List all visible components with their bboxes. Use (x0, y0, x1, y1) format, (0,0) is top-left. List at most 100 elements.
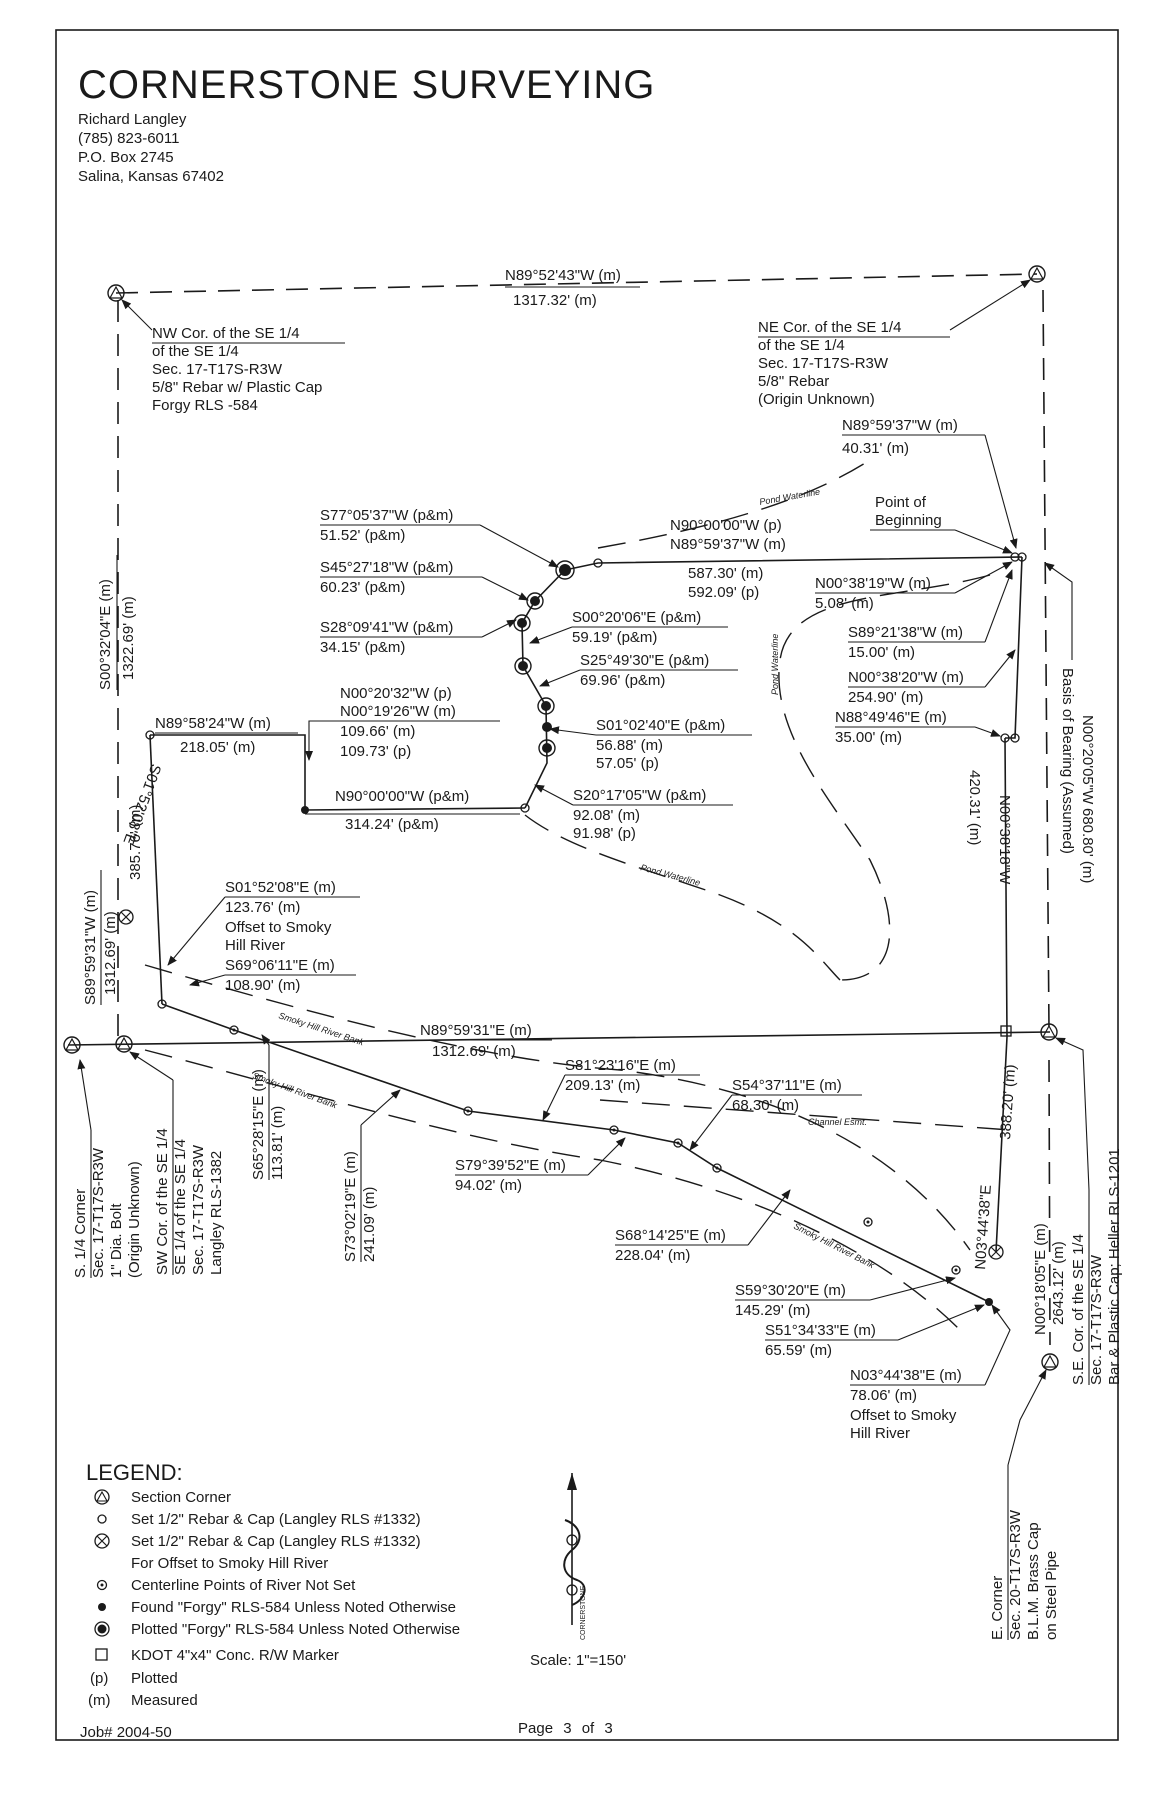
svg-text:Sec. 17-T17S-R3W: Sec. 17-T17S-R3W (190, 1144, 207, 1275)
svg-text:69.96' (p&m): 69.96' (p&m) (580, 672, 665, 689)
legend-item-1: Section Corner (131, 1489, 231, 1506)
pob-label-2: Beginning (875, 512, 942, 529)
job-number: Job# 2004-50 (80, 1724, 172, 1741)
legend-found-icon (98, 1603, 106, 1611)
river-bank-south (144, 1049, 961, 1331)
svg-text:N03°44'38"E (m): N03°44'38"E (m) (850, 1367, 962, 1384)
call-c2: S77°05'37"W (p&m) 51.52' (p&m) (320, 507, 559, 568)
top-line-distance: 1317.32' (m) (513, 292, 597, 309)
svg-text:S01°02'40"E (p&m): S01°02'40"E (p&m) (596, 717, 725, 734)
nw-corner-marker (107, 284, 125, 302)
river-pt-5 (673, 1138, 683, 1148)
call-c23: S81°23'16"E (m) 209.13' (m) (542, 1057, 700, 1121)
svg-text:587.30' (m): 587.30' (m) (688, 565, 763, 582)
svg-text:113.81' (m): 113.81' (m) (269, 1106, 286, 1180)
svg-text:Sec. 17-T17S-R3W: Sec. 17-T17S-R3W (1088, 1254, 1105, 1385)
pob-label-1: Point of (875, 494, 927, 511)
legend-kdot-icon (95, 1648, 108, 1661)
legend-m-symbol: (m) (88, 1692, 111, 1709)
pond-waterline-south (524, 814, 841, 981)
svg-text:Langley RLS-1382: Langley RLS-1382 (208, 1151, 225, 1275)
legend-item-2: Set 1/2" Rebar & Cap (Langley RLS #1332) (131, 1511, 421, 1528)
pond-pt-7 (542, 722, 552, 732)
svg-text:SW Cor. of the SE 1/4: SW Cor. of the SE 1/4 (154, 1128, 171, 1275)
call-c19: S01°52'08"E (m) 123.76' (m) Offset to Sm… (167, 879, 360, 966)
east-line-lower (1048, 1059, 1051, 1346)
svg-text:N03°44'38"E: N03°44'38"E (972, 1184, 995, 1270)
call-c31: N00°18'05"E (m) 2643.12' (m) (1032, 1223, 1067, 1335)
call-c25: S79°39'52"E (m) 94.02' (m) (455, 1137, 626, 1194)
pob-vertical-line (1005, 556, 1023, 739)
call-c8: S89°21'38"W (m) 15.00' (m) (848, 569, 1013, 661)
west-line-distance: 1322.69' (m) (120, 596, 137, 680)
svg-text:S59°30'20"E (m): S59°30'20"E (m) (735, 1282, 846, 1299)
ne-corner-l4: 5/8" Rebar (758, 373, 829, 390)
svg-text:60.23' (p&m): 60.23' (p&m) (320, 579, 405, 596)
call-c1: N89°59'37"W (m) 40.31' (m) (842, 417, 1018, 549)
pond-pt-9 (520, 803, 530, 813)
svg-text:1" Dia. Bolt: 1" Dia. Bolt (108, 1203, 125, 1278)
legend-item-6: Found "Forgy" RLS-584 Unless Noted Other… (131, 1599, 456, 1616)
west-line-bearing: S00°32'04"E (m) (97, 579, 114, 690)
legend-item-4: For Offset to Smoky Hill River (131, 1555, 328, 1572)
s-quarter-corner-label: S. 1/4 Corner Sec. 17-T17S-R3W 1" Dia. B… (72, 1059, 143, 1278)
svg-text:78.06' (m): 78.06' (m) (850, 1387, 917, 1404)
nw-corner-l1: NW Cor. of the SE 1/4 (152, 325, 300, 342)
svg-text:N00°38'20"W (m): N00°38'20"W (m) (848, 669, 964, 686)
svg-text:388.20' (m): 388.20' (m) (997, 1064, 1019, 1140)
svg-text:N00°19'26"W (m): N00°19'26"W (m) (340, 703, 456, 720)
call-c11: N00°20'32"W (p) N00°19'26"W (m) 109.66' … (305, 685, 500, 761)
call-c4: S45°27'18"W (p&m) 60.23' (p&m) (320, 559, 529, 601)
svg-text:SE 1/4 of the SE 1/4: SE 1/4 of the SE 1/4 (172, 1139, 189, 1275)
sw-corner-label: SW Cor. of the SE 1/4 SE 1/4 of the SE 1… (129, 1051, 225, 1275)
call-c32: S65°28'15"E (m) 113.81' (m) (250, 1034, 286, 1180)
ne-corner-l2: of the SE 1/4 (758, 337, 845, 354)
svg-text:35.00' (m): 35.00' (m) (835, 729, 902, 746)
svg-text:N00°38'19"W (m): N00°38'19"W (m) (815, 575, 931, 592)
legend-item-5: Centerline Points of River Not Set (131, 1577, 356, 1594)
pond-pt-5 (518, 661, 528, 671)
svg-text:420.31' (m): 420.31' (m) (966, 770, 983, 845)
channel-easement-line (599, 1099, 1011, 1131)
svg-text:S68°14'25"E (m): S68°14'25"E (m) (615, 1227, 726, 1244)
company-city: Salina, Kansas 67402 (78, 168, 224, 185)
legend-item-3: Set 1/2" Rebar & Cap (Langley RLS #1332) (131, 1533, 421, 1550)
pob-point (1010, 552, 1020, 562)
se-corner-label: S.E. Cor. of the SE 1/4 Sec. 17-T17S-R3W… (1055, 1037, 1123, 1385)
svg-text:314.24' (p&m): 314.24' (p&m) (345, 816, 439, 833)
call-c26: S68°14'25"E (m) 228.04' (m) (615, 1189, 791, 1264)
svg-text:S54°37'11"E (m): S54°37'11"E (m) (732, 1077, 842, 1094)
company-phone: (785) 823-6011 (78, 130, 179, 147)
svg-text:65.59' (m): 65.59' (m) (765, 1342, 832, 1359)
channel-esmt-label: Channel Esmt. (808, 1117, 867, 1127)
call-c5: N00°38'19"W (m) 5.08' (m) (815, 561, 1013, 612)
svg-text:91.98' (p): 91.98' (p) (573, 825, 636, 842)
svg-text:592.09' (p): 592.09' (p) (688, 584, 759, 601)
call-c28: S51°34'33"E (m) 65.59' (m) (765, 1304, 985, 1359)
legend-centerline-icon (96, 1579, 108, 1591)
south-quarter-line (67, 1031, 1051, 1046)
river-pt-6 (712, 1163, 722, 1173)
pond-pt-11 (145, 730, 155, 740)
svg-text:S. 1/4 Corner: S. 1/4 Corner (72, 1189, 89, 1278)
page-border (55, 29, 1119, 1741)
west-traverse-line (149, 734, 163, 1005)
river-pt-3 (463, 1106, 473, 1116)
svg-text:56.88' (m): 56.88' (m) (596, 737, 663, 754)
nw-corner-l4: 5/8" Rebar w/ Plastic Cap (152, 379, 322, 396)
call-c20: S69°06'11"E (m) 108.90' (m) (189, 957, 356, 994)
north-boundary-line (115, 273, 1038, 294)
company-person: Richard Langley (78, 111, 187, 128)
call-c24: S54°37'11"E (m) 68.30' (m) (689, 1077, 862, 1151)
svg-text:59.19' (p&m): 59.19' (p&m) (572, 629, 657, 646)
river-bank-north (144, 964, 971, 1251)
svg-text:S89°21'38"W (m): S89°21'38"W (m) (848, 624, 963, 641)
svg-text:228.04' (m): 228.04' (m) (615, 1247, 690, 1264)
company-po-box: P.O. Box 2745 (78, 149, 174, 166)
svg-text:Bar & Plastic Cap; Heller RLS-: Bar & Plastic Cap; Heller RLS-1201 (1106, 1148, 1123, 1385)
north-arrow-icon (563, 1473, 586, 1625)
pond-offset-line-upper (150, 734, 526, 811)
company-name: CORNERSTONE SURVEYING (78, 63, 655, 107)
nw-corner-l2: of the SE 1/4 (152, 343, 239, 360)
